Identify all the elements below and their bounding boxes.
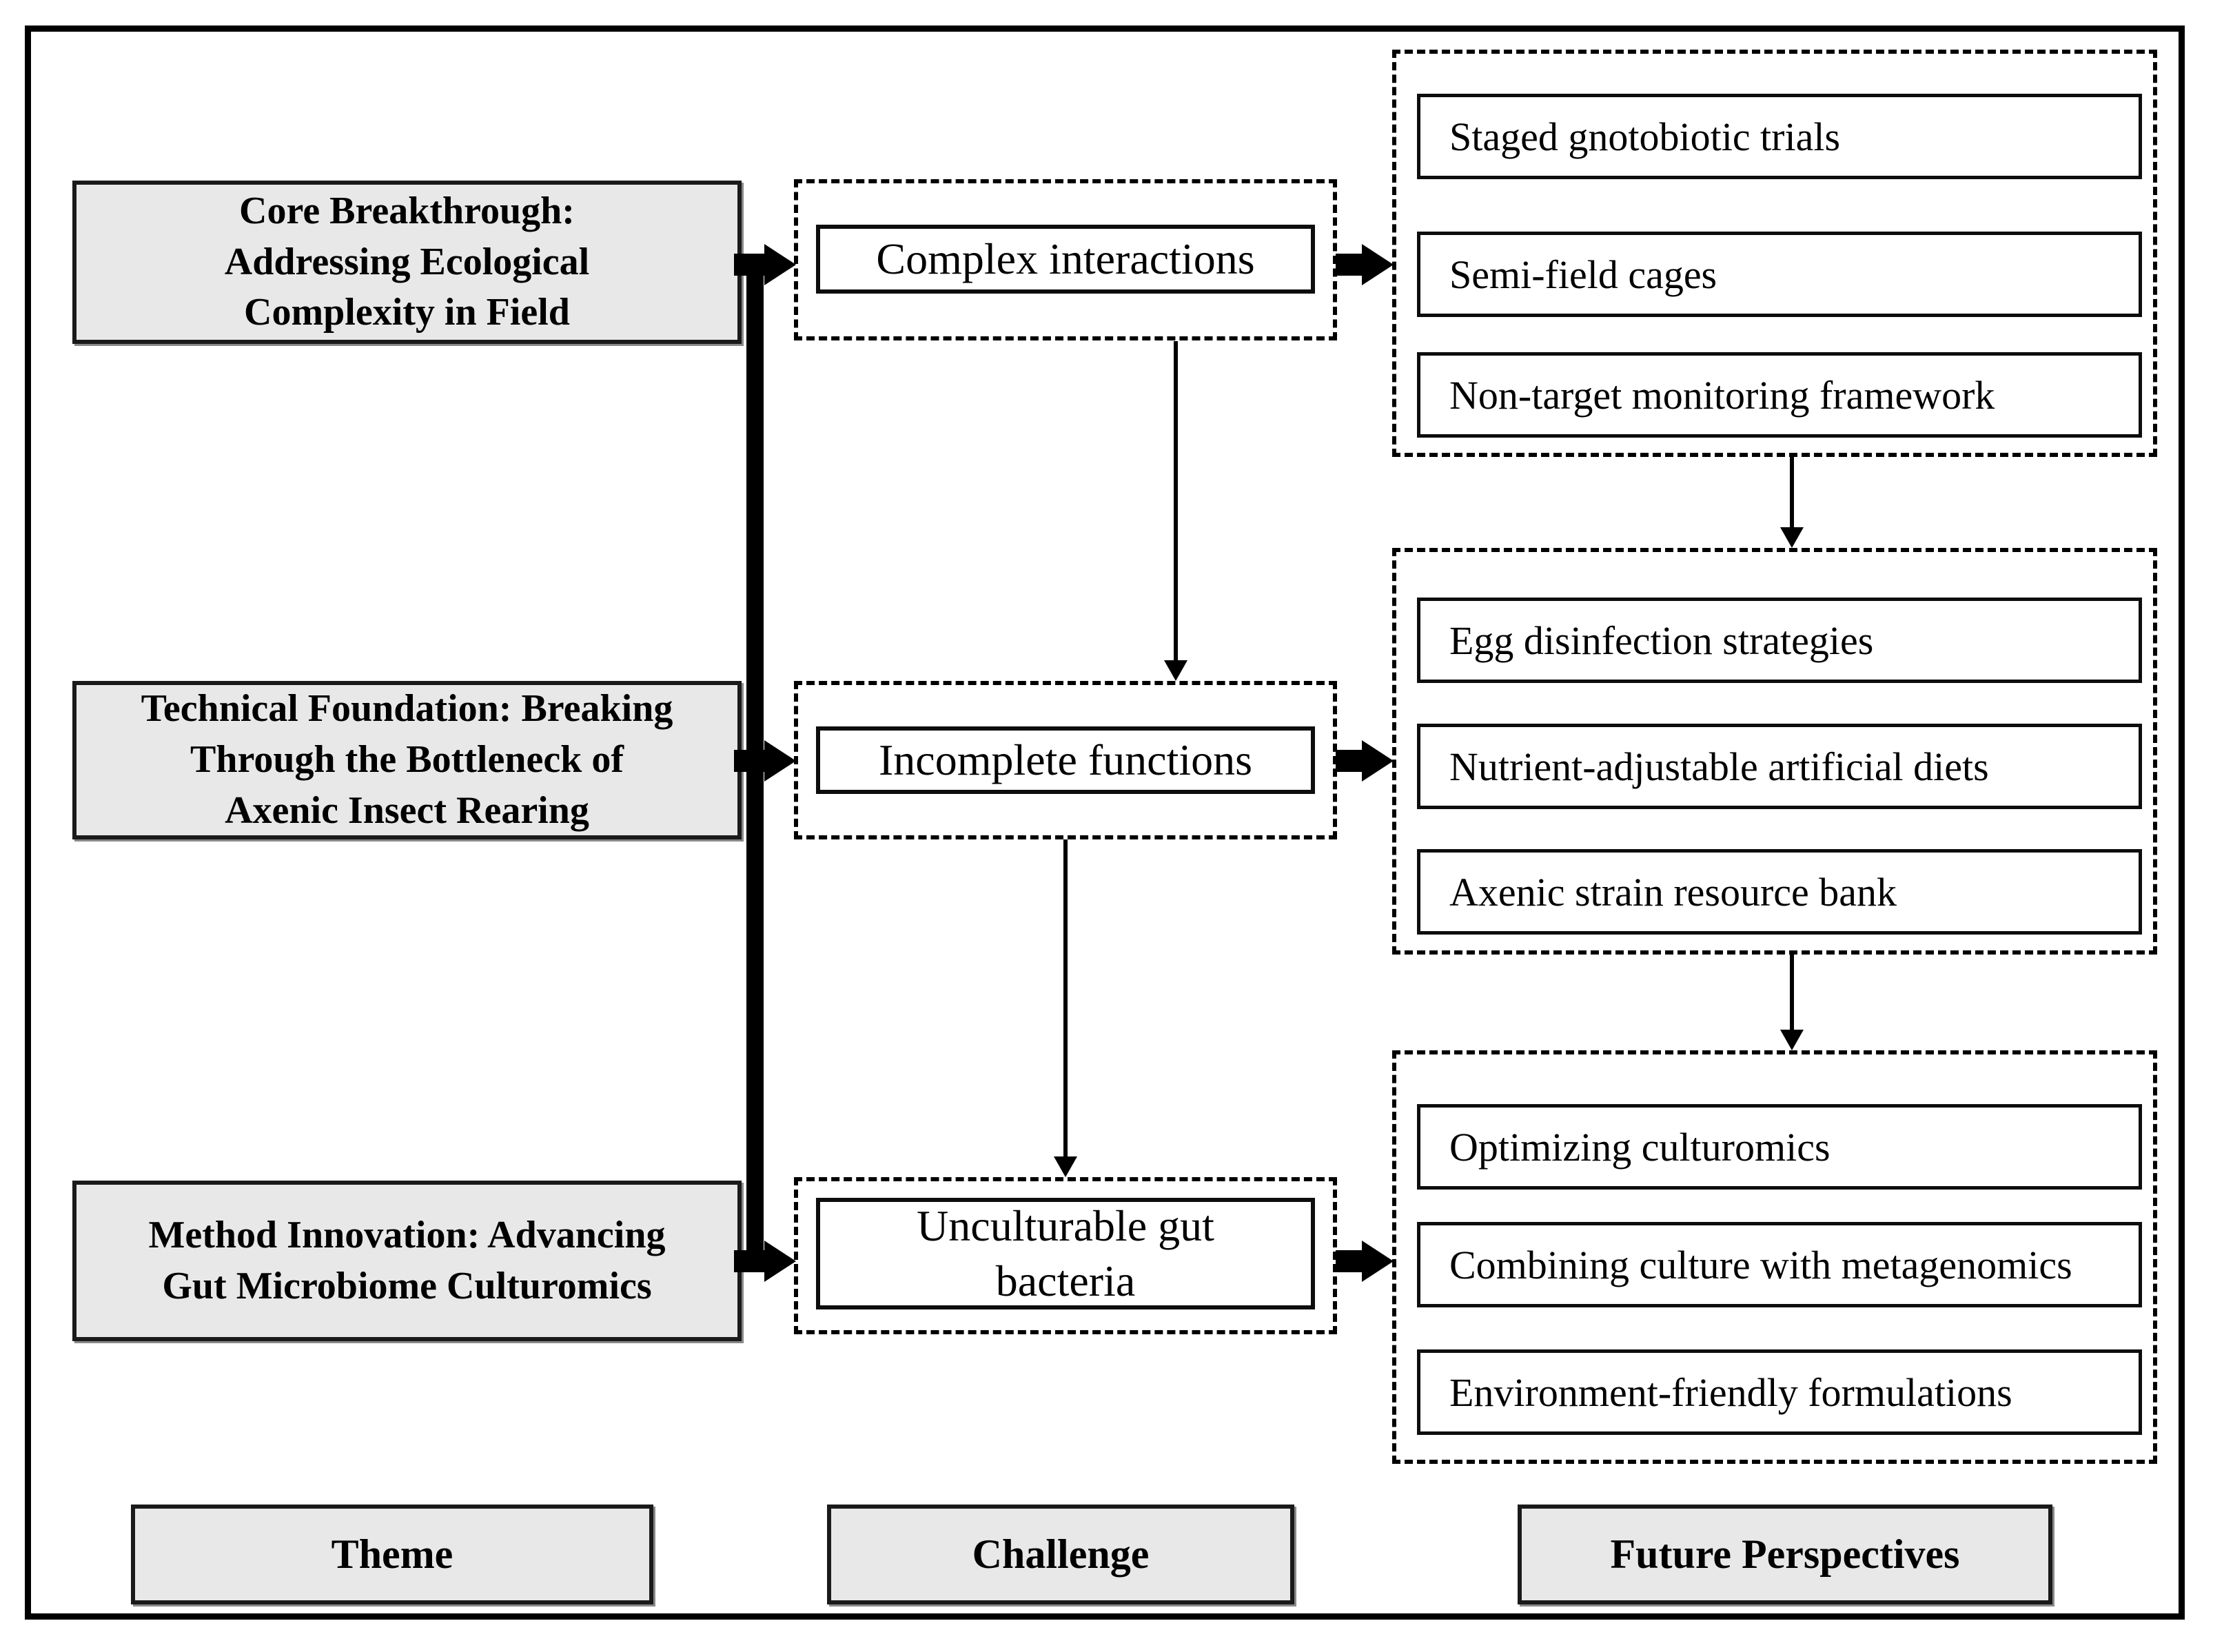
future-group-3: Optimizing culturomics Combining culture… <box>1392 1050 2157 1464</box>
arrow-challenge1-to-future1 <box>1336 254 1362 276</box>
arrow-future2-to-future3 <box>1790 955 1794 1030</box>
future-group-1: Staged gnotobiotic trials Semi-field cag… <box>1392 50 2157 457</box>
future-item-environment-friendly: Environment-friendly formulations <box>1417 1349 2142 1435</box>
footer-label-future-perspectives: Future Perspectives <box>1518 1505 2052 1604</box>
challenge-box-incomplete-functions: Incomplete functions <box>816 726 1315 794</box>
arrow-challenge2-to-future2 <box>1336 750 1362 772</box>
future-item-non-target-monitoring: Non-target monitoring framework <box>1417 352 2142 438</box>
challenge-box-unculturable-bacteria: Unculturable gut bacteria <box>816 1198 1315 1309</box>
arrow-theme3-to-challenge3 <box>734 1250 764 1272</box>
future-item-culture-with-metagenomics: Combining culture with metagenomics <box>1417 1222 2142 1307</box>
arrow-future1-to-future2 <box>1790 457 1794 527</box>
arrow-challenge3-to-future3 <box>1336 1250 1362 1272</box>
theme-box-technical-foundation: Technical Foundation: Breaking Through t… <box>72 681 742 839</box>
future-item-staged-gnotobiotic-trials: Staged gnotobiotic trials <box>1417 94 2142 179</box>
challenge-box-complex-interactions: Complex interactions <box>816 225 1315 294</box>
theme-box-method-innovation: Method Innovation: Advancing Gut Microbi… <box>72 1181 742 1341</box>
challenge-group-unculturable-bacteria: Unculturable gut bacteria <box>794 1177 1337 1334</box>
future-item-optimizing-culturomics: Optimizing culturomics <box>1417 1104 2142 1190</box>
challenge-group-complex-interactions: Complex interactions <box>794 179 1337 340</box>
arrow-theme2-to-challenge2 <box>734 750 764 772</box>
challenge-group-incomplete-functions: Incomplete functions <box>794 681 1337 839</box>
future-group-2: Egg disinfection strategies Nutrient-adj… <box>1392 548 2157 955</box>
arrow-theme1-to-challenge1 <box>734 254 764 276</box>
arrow-challenge1-to-challenge2 <box>1174 341 1178 660</box>
footer-label-theme: Theme <box>131 1505 653 1604</box>
footer-label-challenge: Challenge <box>827 1505 1294 1604</box>
future-item-egg-disinfection: Egg disinfection strategies <box>1417 598 2142 683</box>
future-item-nutrient-adjustable-diets: Nutrient-adjustable artificial diets <box>1417 724 2142 809</box>
future-item-semi-field-cages: Semi-field cages <box>1417 232 2142 317</box>
theme-box-core-breakthrough: Core Breakthrough: Addressing Ecological… <box>72 181 742 344</box>
arrow-challenge2-to-challenge3 <box>1063 839 1068 1156</box>
future-item-axenic-strain-bank: Axenic strain resource bank <box>1417 849 2142 935</box>
